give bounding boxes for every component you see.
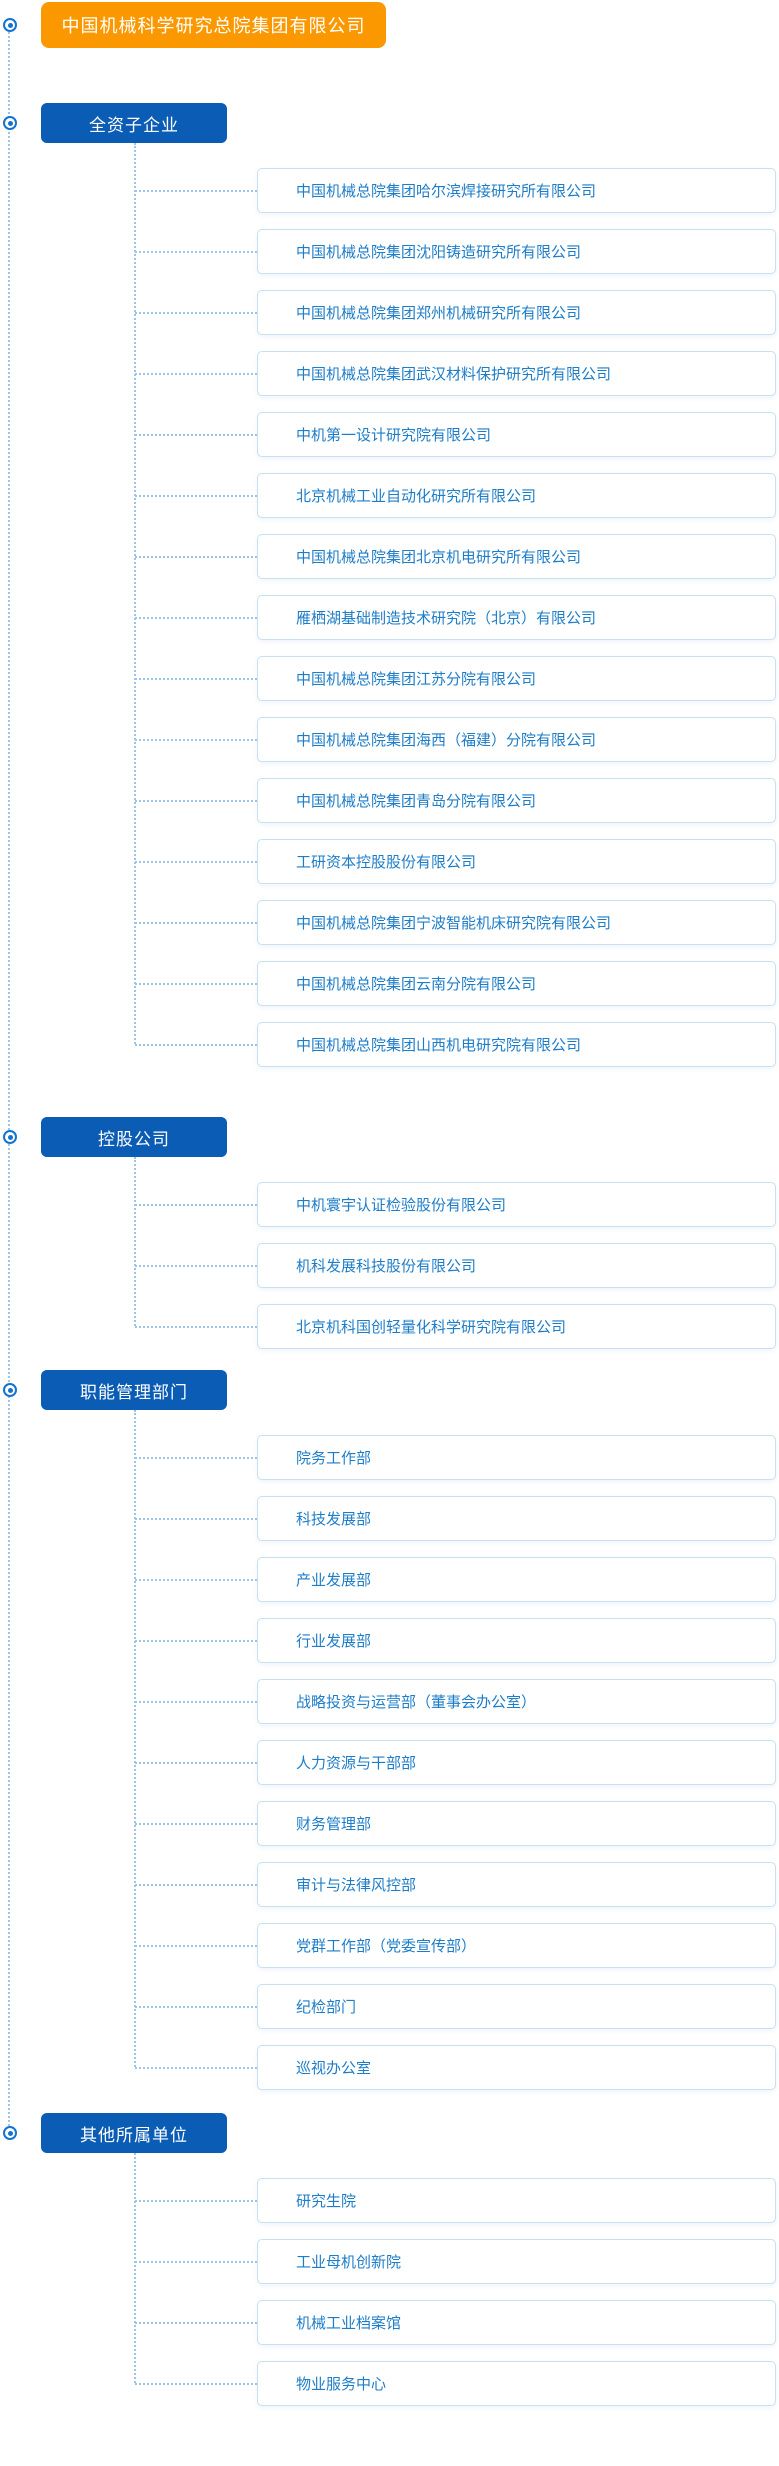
org-unit-card[interactable]: 中国机械总院集团北京机电研究所有限公司 <box>135 534 776 579</box>
org-unit-card[interactable]: 工研资本控股股份有限公司 <box>135 839 776 884</box>
org-unit-card[interactable]: 中国机械总院集团沈阳铸造研究所有限公司 <box>135 229 776 274</box>
org-unit-label: 物业服务中心 <box>296 2376 387 2393</box>
org-unit-label: 机科发展科技股份有限公司 <box>296 1258 477 1275</box>
org-section: 全资子企业 中国机械总院集团哈尔滨焊接研究所有限公司 中国机械总院集团沈阳铸造研… <box>0 103 779 1067</box>
tree-branch-line <box>134 1410 136 2067</box>
org-unit-label: 战略投资与运营部（董事会办公室） <box>296 1694 537 1711</box>
node-bullet-icon <box>3 1130 17 1144</box>
org-unit-card[interactable]: 工业母机创新院 <box>135 2239 776 2284</box>
org-unit-card[interactable]: 雁栖湖基础制造技术研究院（北京）有限公司 <box>135 595 776 640</box>
org-unit-card[interactable]: 北京机科国创轻量化科学研究院有限公司 <box>135 1304 776 1349</box>
org-unit-label: 中国机械总院集团沈阳铸造研究所有限公司 <box>296 244 582 261</box>
section-label: 全资子企业 <box>89 115 179 135</box>
org-unit-label: 中国机械总院集团哈尔滨焊接研究所有限公司 <box>296 183 597 200</box>
org-unit-label: 中国机械总院集团山西机电研究院有限公司 <box>296 1037 582 1054</box>
section-items: 中机寰宇认证检验股份有限公司 机科发展科技股份有限公司 北京机科国创轻量化科学研… <box>0 1157 779 1349</box>
section-label: 其他所属单位 <box>80 2125 188 2145</box>
org-unit-label: 中国机械总院集团云南分院有限公司 <box>296 976 537 993</box>
org-unit-card[interactable]: 中国机械总院集团哈尔滨焊接研究所有限公司 <box>135 168 776 213</box>
section-items: 研究生院 工业母机创新院 机械工业档案馆 物业服务中心 <box>0 2153 779 2406</box>
org-unit-label: 工业母机创新院 <box>296 2254 402 2271</box>
org-section: 控股公司 中机寰宇认证检验股份有限公司 机科发展科技股份有限公司 北京机科国创轻… <box>0 1117 779 1349</box>
org-unit-label: 中机第一设计研究院有限公司 <box>296 427 492 444</box>
org-unit-label: 产业发展部 <box>296 1572 372 1589</box>
org-section: 职能管理部门 院务工作部 科技发展部 产业发展部 行业发展部 战略投资与运营部（… <box>0 1370 779 2090</box>
org-unit-label: 党群工作部（党委宣传部） <box>296 1938 477 1955</box>
org-unit-label: 北京机科国创轻量化科学研究院有限公司 <box>296 1319 567 1336</box>
section-header[interactable]: 控股公司 <box>41 1117 227 1157</box>
org-unit-card[interactable]: 科技发展部 <box>135 1496 776 1541</box>
org-unit-label: 中国机械总院集团北京机电研究所有限公司 <box>296 549 582 566</box>
org-unit-card[interactable]: 机械工业档案馆 <box>135 2300 776 2345</box>
org-unit-card[interactable]: 战略投资与运营部（董事会办公室） <box>135 1679 776 1724</box>
org-unit-card[interactable]: 物业服务中心 <box>135 2361 776 2406</box>
org-unit-label: 中机寰宇认证检验股份有限公司 <box>296 1197 507 1214</box>
org-unit-card[interactable]: 机科发展科技股份有限公司 <box>135 1243 776 1288</box>
org-unit-card[interactable]: 中国机械总院集团青岛分院有限公司 <box>135 778 776 823</box>
tree-branch-line <box>134 143 136 1044</box>
org-unit-card[interactable]: 中国机械总院集团海西（福建）分院有限公司 <box>135 717 776 762</box>
section-items: 院务工作部 科技发展部 产业发展部 行业发展部 战略投资与运营部（董事会办公室）… <box>0 1410 779 2090</box>
node-bullet-icon <box>3 116 17 130</box>
org-unit-card[interactable]: 中国机械总院集团山西机电研究院有限公司 <box>135 1022 776 1067</box>
org-unit-label: 工研资本控股股份有限公司 <box>296 854 477 871</box>
section-header[interactable]: 职能管理部门 <box>41 1370 227 1410</box>
org-unit-card[interactable]: 中机寰宇认证检验股份有限公司 <box>135 1182 776 1227</box>
section-header[interactable]: 全资子企业 <box>41 103 227 143</box>
org-unit-label: 中国机械总院集团青岛分院有限公司 <box>296 793 537 810</box>
org-unit-card[interactable]: 纪检部门 <box>135 1984 776 2029</box>
org-unit-label: 中国机械总院集团江苏分院有限公司 <box>296 671 537 688</box>
org-unit-label: 财务管理部 <box>296 1816 372 1833</box>
org-unit-card[interactable]: 中国机械总院集团云南分院有限公司 <box>135 961 776 1006</box>
org-unit-label: 审计与法律风控部 <box>296 1877 417 1894</box>
org-unit-label: 北京机械工业自动化研究所有限公司 <box>296 488 537 505</box>
org-unit-label: 人力资源与干部部 <box>296 1755 417 1772</box>
org-unit-label: 研究生院 <box>296 2193 357 2210</box>
org-unit-card[interactable]: 产业发展部 <box>135 1557 776 1602</box>
org-unit-label: 巡视办公室 <box>296 2060 372 2077</box>
org-section: 其他所属单位 研究生院 工业母机创新院 机械工业档案馆 物业服务中心 <box>0 2113 779 2406</box>
section-items: 中国机械总院集团哈尔滨焊接研究所有限公司 中国机械总院集团沈阳铸造研究所有限公司… <box>0 143 779 1067</box>
org-unit-label: 行业发展部 <box>296 1633 372 1650</box>
org-unit-label: 中国机械总院集团郑州机械研究所有限公司 <box>296 305 582 322</box>
org-unit-label: 纪检部门 <box>296 1999 357 2016</box>
org-unit-label: 中国机械总院集团宁波智能机床研究院有限公司 <box>296 915 612 932</box>
org-unit-card[interactable]: 财务管理部 <box>135 1801 776 1846</box>
org-unit-card[interactable]: 行业发展部 <box>135 1618 776 1663</box>
org-unit-card[interactable]: 院务工作部 <box>135 1435 776 1480</box>
org-unit-card[interactable]: 中国机械总院集团郑州机械研究所有限公司 <box>135 290 776 335</box>
section-header[interactable]: 其他所属单位 <box>41 2113 227 2153</box>
org-unit-card[interactable]: 中国机械总院集团江苏分院有限公司 <box>135 656 776 701</box>
org-unit-card[interactable]: 人力资源与干部部 <box>135 1740 776 1785</box>
org-unit-card[interactable]: 研究生院 <box>135 2178 776 2223</box>
node-bullet-icon <box>3 18 17 32</box>
org-unit-card[interactable]: 审计与法律风控部 <box>135 1862 776 1907</box>
org-unit-label: 中国机械总院集团武汉材料保护研究所有限公司 <box>296 366 612 383</box>
section-label: 控股公司 <box>98 1129 170 1149</box>
org-unit-label: 中国机械总院集团海西（福建）分院有限公司 <box>296 732 597 749</box>
org-unit-card[interactable]: 巡视办公室 <box>135 2045 776 2090</box>
org-unit-label: 机械工业档案馆 <box>296 2315 402 2332</box>
org-unit-label: 雁栖湖基础制造技术研究院（北京）有限公司 <box>296 610 597 627</box>
tree-branch-line <box>134 2153 136 2383</box>
tree-trunk-line <box>8 25 10 2133</box>
node-bullet-icon <box>3 1383 17 1397</box>
org-unit-card[interactable]: 中国机械总院集团武汉材料保护研究所有限公司 <box>135 351 776 396</box>
sections-container: 全资子企业 中国机械总院集团哈尔滨焊接研究所有限公司 中国机械总院集团沈阳铸造研… <box>0 103 779 2406</box>
org-unit-label: 科技发展部 <box>296 1511 372 1528</box>
org-unit-card[interactable]: 北京机械工业自动化研究所有限公司 <box>135 473 776 518</box>
tree-branch-line <box>134 1157 136 1326</box>
section-label: 职能管理部门 <box>80 1382 188 1402</box>
node-bullet-icon <box>3 2126 17 2140</box>
root-node[interactable]: 中国机械科学研究总院集团有限公司 <box>41 2 386 48</box>
org-unit-card[interactable]: 中机第一设计研究院有限公司 <box>135 412 776 457</box>
org-unit-card[interactable]: 中国机械总院集团宁波智能机床研究院有限公司 <box>135 900 776 945</box>
org-unit-card[interactable]: 党群工作部（党委宣传部） <box>135 1923 776 1968</box>
org-unit-label: 院务工作部 <box>296 1450 372 1467</box>
root-node-row: 中国机械科学研究总院集团有限公司 <box>0 2 779 48</box>
